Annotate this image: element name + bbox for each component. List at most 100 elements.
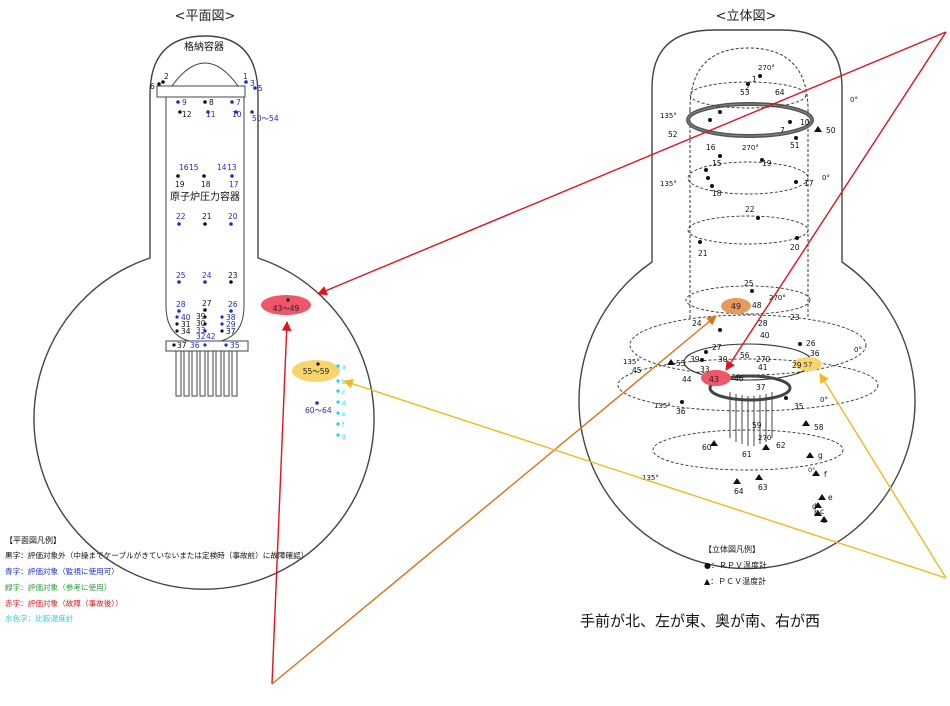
svg-text:d: d <box>342 400 346 407</box>
svg-text:g: g <box>342 433 346 440</box>
svg-text:e: e <box>342 411 346 418</box>
svg-text:59: 59 <box>752 421 762 430</box>
plan-legend-blue: 青字：評価対象（監視に使用可） <box>5 566 119 576</box>
svg-text:0°: 0° <box>820 396 828 404</box>
svg-text:6: 6 <box>150 82 155 91</box>
svg-text:21: 21 <box>698 249 708 258</box>
svg-text:27: 27 <box>712 343 722 352</box>
svg-text:135°: 135° <box>660 112 677 120</box>
plan-bottom-plate <box>165 340 249 352</box>
direction-note: 手前が北、左が東、奥が南、右が西 <box>580 612 820 630</box>
stereo-zone-57-label: 57 <box>804 361 813 369</box>
svg-text:11: 11 <box>206 110 216 119</box>
svg-text:40: 40 <box>181 313 191 322</box>
red-arrow-to-plan-zone-bottom <box>271 321 292 685</box>
red-arrow-to-stereo-zone-top <box>725 31 947 371</box>
stereo-rpv-body <box>689 47 809 318</box>
svg-text:63: 63 <box>758 483 768 492</box>
svg-text:35: 35 <box>230 341 240 350</box>
svg-text:28: 28 <box>758 319 768 328</box>
stereo-bottom-plate <box>708 374 792 402</box>
stereo-zone-49 <box>721 298 751 314</box>
plan-view-title: <平面図> <box>175 9 236 24</box>
svg-text:26: 26 <box>806 339 816 348</box>
svg-text:5: 5 <box>258 84 263 93</box>
svg-text:22: 22 <box>176 212 186 221</box>
svg-text:c: c <box>820 507 824 516</box>
svg-text:37: 37 <box>756 383 766 392</box>
stereo-view-title: <立体図> <box>716 9 777 24</box>
svg-text:15: 15 <box>189 163 199 172</box>
plan-zone-43-49-dot <box>286 298 290 302</box>
plan-legend-title: 【平面図凡例】 <box>5 535 61 545</box>
svg-text:40: 40 <box>760 331 770 340</box>
svg-text:14: 14 <box>217 163 227 172</box>
svg-text:36: 36 <box>676 407 686 416</box>
svg-text:270°: 270° <box>758 64 775 72</box>
svg-text:55: 55 <box>676 359 686 368</box>
svg-text:9: 9 <box>182 98 187 107</box>
svg-text:46: 46 <box>734 374 744 383</box>
svg-text:135°: 135° <box>623 358 640 366</box>
svg-text:12: 12 <box>182 110 192 119</box>
svg-text:35: 35 <box>794 402 804 411</box>
svg-text:25: 25 <box>176 271 186 280</box>
svg-text:d: d <box>812 502 817 511</box>
svg-text:58: 58 <box>814 423 824 432</box>
svg-text:3: 3 <box>250 79 255 88</box>
red-arrow-to-plan-zone <box>317 31 947 296</box>
svg-text:f: f <box>824 470 827 479</box>
svg-text:64: 64 <box>775 88 785 97</box>
svg-text:29: 29 <box>226 320 236 329</box>
plan-zone-60-64-label: 60～64 <box>305 406 332 415</box>
svg-text:10: 10 <box>800 118 810 127</box>
svg-text:27: 27 <box>202 299 212 308</box>
svg-text:1: 1 <box>752 75 757 84</box>
svg-text:52: 52 <box>668 130 678 139</box>
svg-text:19: 19 <box>175 180 185 189</box>
svg-text:41: 41 <box>758 363 768 372</box>
svg-text:0°: 0° <box>854 346 862 354</box>
plan-top-flange <box>156 85 246 98</box>
svg-text:19: 19 <box>762 159 772 168</box>
svg-text:7: 7 <box>780 126 785 135</box>
stereo-legend-rpv: ●：ＲＰＶ温度計 <box>704 560 767 570</box>
stereo-containment-outline <box>578 29 916 570</box>
plan-zone-55-59-label: 55～59 <box>303 367 330 376</box>
svg-text:g: g <box>818 451 823 460</box>
stereo-legend-pcv: ▲：ＰＣＶ温度計 <box>704 576 766 586</box>
svg-text:64: 64 <box>734 487 744 496</box>
svg-text:a: a <box>342 364 346 371</box>
yellow-arrow-to-stereo-57 <box>819 373 947 579</box>
svg-text:39: 39 <box>690 355 700 364</box>
svg-text:15: 15 <box>712 159 722 168</box>
svg-text:8: 8 <box>209 98 214 107</box>
plan-zone-43-49-label: 43～49 <box>273 304 300 313</box>
orange-arrow-to-stereo-49 <box>271 315 717 685</box>
svg-text:0°: 0° <box>822 174 830 182</box>
plan-legend-red: 赤字：評価対象（故障（事故後）） <box>5 598 123 608</box>
svg-text:39: 39 <box>196 312 206 321</box>
svg-text:16: 16 <box>179 163 189 172</box>
svg-text:60: 60 <box>702 443 712 452</box>
svg-text:10: 10 <box>232 110 242 119</box>
stereo-top-flange-inner <box>687 103 813 137</box>
svg-text:50: 50 <box>826 126 836 135</box>
plan-zone-55-59 <box>292 360 340 382</box>
svg-text:62: 62 <box>776 441 786 450</box>
svg-text:30: 30 <box>196 319 206 328</box>
svg-text:37: 37 <box>226 327 236 336</box>
svg-text:17: 17 <box>229 180 239 189</box>
svg-text:b: b <box>814 508 819 517</box>
svg-text:48: 48 <box>752 301 762 310</box>
svg-text:22: 22 <box>745 205 755 214</box>
plan-head-dome <box>171 62 239 87</box>
plan-zone-60-64-dot <box>315 401 319 405</box>
svg-text:135°: 135° <box>642 474 659 482</box>
svg-text:1: 1 <box>243 72 248 81</box>
svg-text:34: 34 <box>181 327 191 336</box>
yellow-arrow-to-plan-55-59 <box>343 379 947 579</box>
svg-text:25: 25 <box>744 279 754 288</box>
